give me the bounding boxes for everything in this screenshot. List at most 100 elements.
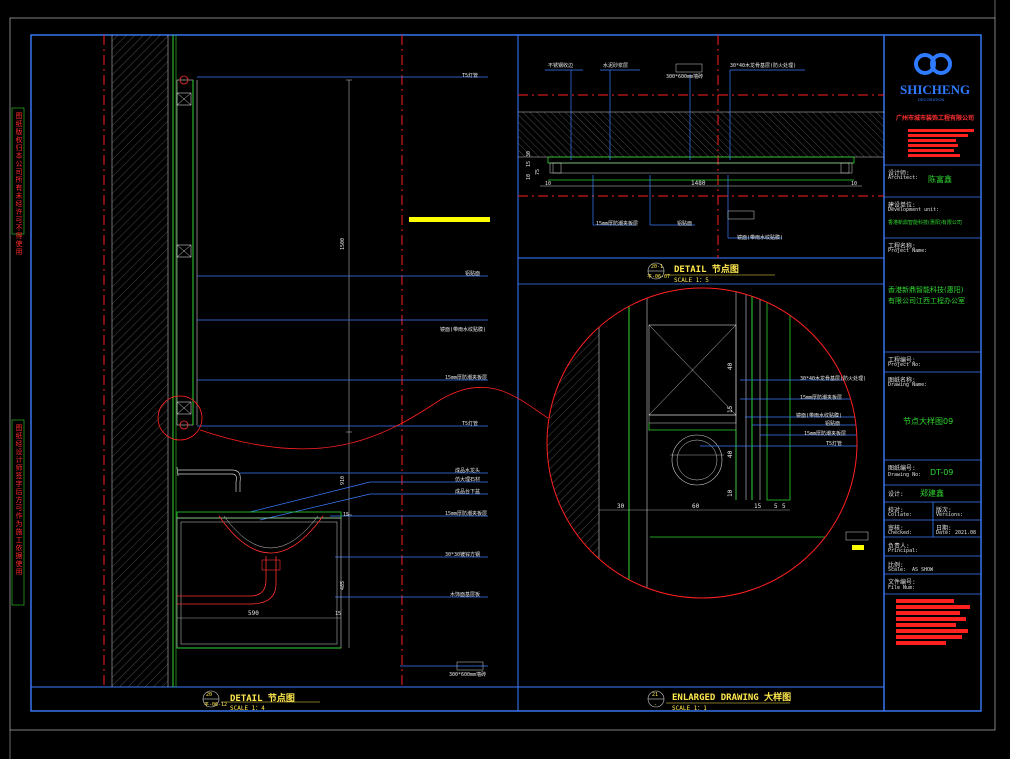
title-block bbox=[884, 164, 981, 595]
dim-enl-15: 15 bbox=[754, 503, 762, 510]
company-logo-text: SHICHENG bbox=[900, 82, 971, 97]
label-ss-edge: 不锈钢收边 bbox=[548, 63, 574, 69]
label-t5-lamp-top: T5灯管 bbox=[462, 73, 479, 79]
dim-15-a: 15 bbox=[343, 512, 350, 518]
drawing-no-en: Drawing No: bbox=[888, 472, 922, 478]
label-enl-mirror: 镜面(带雨水纹贴膜) bbox=[796, 413, 843, 419]
label-plywood-top: 15mm厚防潮夹板层 bbox=[596, 221, 639, 227]
principal-en: Principal: bbox=[888, 548, 919, 554]
dim-enl-15b: 15 bbox=[727, 405, 734, 413]
label-enl-plywood: 15mm厚防潮夹板层 bbox=[800, 395, 843, 401]
label-faux-marble: 仿大理石材 bbox=[455, 477, 481, 483]
dim-10-side: 10 bbox=[526, 173, 532, 180]
label-wall-tile: 300*600mm墙砖 bbox=[449, 672, 487, 678]
enl-bubble-ref: - bbox=[654, 702, 658, 708]
drawing-no-cn: 图纸编号: bbox=[888, 465, 916, 472]
enlarged-scale: SCALE 1：1 bbox=[672, 705, 707, 712]
dim-1500: 1500 bbox=[340, 237, 346, 250]
version-en: Versions: bbox=[936, 512, 964, 518]
left-detail bbox=[103, 35, 549, 687]
designer2-cn: 设计: bbox=[888, 491, 904, 498]
enlarged-title-bubble bbox=[647, 690, 790, 708]
audit-cn: 审核: bbox=[888, 525, 904, 532]
project-value-2: 有限公司江西工程办公室 bbox=[888, 297, 965, 305]
label-wood-keel: 30*40木龙骨基层(防火处理) bbox=[730, 63, 797, 69]
label-mirror-top: 镜面(带雨水纹贴膜) bbox=[737, 235, 784, 241]
side-note-top: 图纸版权归本公司所有未经许可不得使用 bbox=[15, 112, 23, 256]
left-bubble-ref: 平-06-12 bbox=[204, 702, 228, 708]
dev-value: 香港新鼎智能科技(惠阳)有限公司 bbox=[888, 220, 962, 226]
dim-485: 485 bbox=[340, 580, 346, 590]
label-t5-lamp-bottom: T5灯管 bbox=[462, 421, 479, 427]
top-bubble-num: 20-1 bbox=[651, 264, 664, 270]
dim-75: 75 bbox=[535, 168, 541, 175]
dim-910: 910 bbox=[340, 475, 346, 485]
dim-enl-60: 60 bbox=[692, 503, 700, 510]
enl-bubble-num: 21 bbox=[652, 692, 659, 698]
margin-boxes bbox=[11, 107, 25, 606]
date-value: 2021.08 bbox=[955, 530, 977, 536]
file-en: File Num: bbox=[888, 585, 916, 591]
drawing-name-cn: 图纸名称: bbox=[888, 377, 916, 384]
dim-10-right: 10 bbox=[851, 181, 858, 187]
side-note-bottom: 图纸经设计师签字后方可作为施工依据使用 bbox=[15, 424, 23, 576]
project-label-cn: 工程名称: bbox=[888, 243, 916, 250]
left-bubble-num: 20 bbox=[206, 692, 213, 698]
shicheng-logo bbox=[914, 53, 952, 75]
label-plywood-15mm-b: 15mm厚防潮夹板层 bbox=[445, 511, 488, 517]
dim-10-left: 10 bbox=[545, 181, 552, 187]
label-aluminum-top: 铝贴面 bbox=[677, 221, 693, 227]
company-name-red: 广州市城市装饰工程有限公司 bbox=[896, 115, 975, 122]
scale-en: Scale: bbox=[888, 567, 907, 573]
dev-label-en: Development unit: bbox=[888, 207, 940, 213]
proj-no-cn: 工程编号: bbox=[888, 357, 916, 364]
drawing-frame bbox=[9, 0, 996, 759]
top-bubble-ref: 平-06-07 bbox=[647, 274, 671, 280]
version-cn: 版次: bbox=[936, 507, 952, 514]
enlarged-title: ENLARGED DRAWING 大样图 bbox=[672, 693, 792, 703]
designer2-name: 郑建鑫 bbox=[920, 489, 944, 498]
left-detail-scale: SCALE 1：4 bbox=[230, 705, 265, 712]
drawing-name: 节点大样图09 bbox=[903, 417, 954, 426]
label-wood-veneer-base: 木饰面基层板 bbox=[450, 592, 481, 598]
check-en: Collate: bbox=[888, 512, 913, 518]
label-enl-aluminum: 铝贴面 bbox=[825, 421, 841, 427]
designer-label-en: Architect: bbox=[888, 175, 919, 181]
drawing-no: DT-09 bbox=[930, 468, 954, 477]
label-cement-mortar: 水泥砂浆层 bbox=[603, 63, 629, 69]
left-detail-title: DETAIL 节点图 bbox=[230, 694, 295, 704]
check-cn: 校对: bbox=[888, 507, 904, 514]
date-en: Date: bbox=[936, 530, 952, 536]
principal-cn: 负责人: bbox=[888, 543, 910, 550]
label-faucet: 成品水龙头 bbox=[455, 468, 481, 474]
dim-15-b: 15 bbox=[335, 611, 342, 617]
dim-enl-5b: 5 bbox=[782, 503, 786, 510]
label-aluminum-face: 铝贴面 bbox=[465, 271, 481, 277]
red-notes bbox=[896, 129, 974, 645]
label-wall-tile-top: 300*600mm墙砖 bbox=[666, 74, 704, 80]
label-steel-tube: 30*30镀锌方钢 bbox=[445, 552, 481, 558]
designer-label-cn: 设计师: bbox=[888, 170, 910, 177]
project-value-1: 香港新鼎智能科技(惠阳) bbox=[888, 286, 964, 294]
designer-name: 陈富鑫 bbox=[928, 175, 952, 184]
drawing-name-en: Drawing Name: bbox=[888, 382, 928, 388]
audit-en: Checked: bbox=[888, 530, 913, 536]
top-title-bubble bbox=[647, 262, 775, 280]
dim-1480: 1480 bbox=[691, 180, 706, 187]
dim-enl-30: 30 bbox=[617, 503, 625, 510]
top-detail-scale: SCALE 1：5 bbox=[674, 277, 709, 284]
dim-30: 30 bbox=[526, 150, 532, 157]
label-mirror: 镜面(带雨水纹贴膜) bbox=[440, 327, 487, 333]
label-plywood-15mm: 15mm厚防潮夹板层 bbox=[445, 375, 488, 381]
company-logo-sub: DECORATION bbox=[918, 97, 945, 102]
dim-enl-5a: 5 bbox=[774, 503, 778, 510]
scale-value: AS SHOW bbox=[912, 567, 934, 573]
proj-no-en: Project No: bbox=[888, 362, 922, 368]
scale-cn: 比例: bbox=[888, 562, 904, 569]
date-cn: 日期: bbox=[936, 525, 952, 532]
dev-label-cn: 建设单位: bbox=[888, 202, 916, 209]
project-label-en: Project Name: bbox=[888, 248, 928, 254]
dim-590: 590 bbox=[248, 610, 259, 617]
dim-15-top: 15 bbox=[526, 160, 532, 167]
